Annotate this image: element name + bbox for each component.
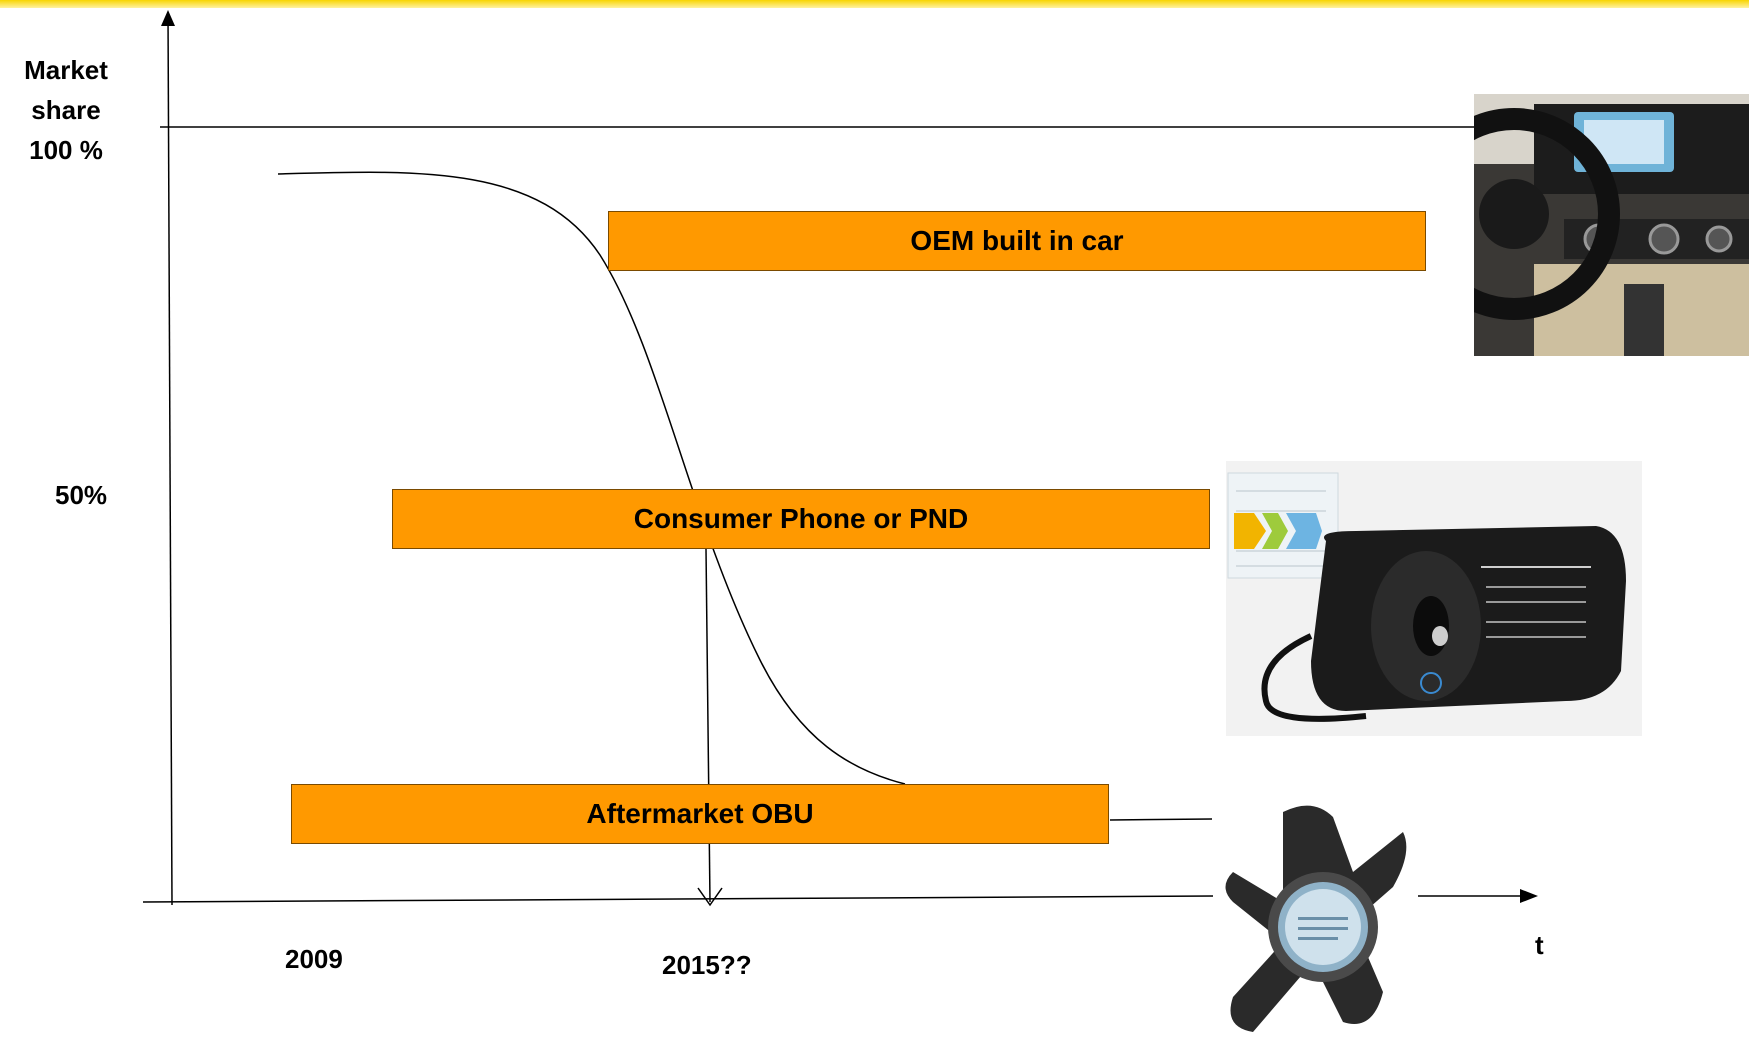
car-dashboard-photo [1474, 94, 1749, 356]
nxp-pnd-device-photo [1226, 461, 1642, 736]
consumer-phone-pnd-bar: Consumer Phone or PND [392, 489, 1210, 549]
nxp-logo [1236, 490, 1326, 567]
y-axis-label: Market share 100 % [24, 55, 108, 165]
oem-built-in-car-bar: OEM built in car [608, 211, 1426, 271]
y-axis-50-label: 50% [55, 480, 108, 510]
market-share-curve [277, 171, 906, 785]
y-axis [167, 13, 173, 906]
x-axis [142, 895, 1216, 903]
y-axis-arrowhead [161, 10, 175, 26]
obu-connector-line [1109, 818, 1213, 821]
x-axis-arrowhead [1520, 889, 1538, 903]
x-label-2015: 2015?? [662, 950, 752, 980]
aftermarket-obu-bar: Aftermarket OBU [291, 784, 1109, 844]
x-label-2009: 2009 [285, 944, 343, 974]
year-2015-marker-arrowhead [697, 887, 723, 907]
year-2015-marker-line [705, 548, 711, 903]
top-accent-band [0, 0, 1749, 8]
aftermarket-obu-device-photo [1213, 792, 1413, 1044]
x-axis-label: t [1535, 930, 1544, 960]
